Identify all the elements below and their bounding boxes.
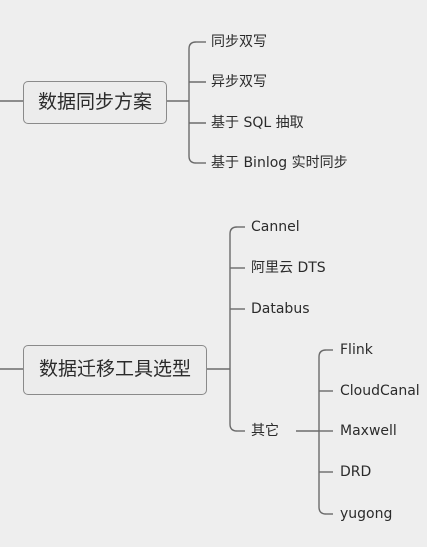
leaf-binlog-realtime-sync: 基于 Binlog 实时同步 <box>211 155 348 171</box>
connector-branch1-bracket <box>188 41 197 164</box>
connector-other-bracket <box>318 349 327 515</box>
node-data-sync-plan: 数据同步方案 <box>23 81 167 124</box>
leaf-cloudcanal: CloudCanal <box>340 383 420 399</box>
leaf-other: 其它 <box>251 423 279 439</box>
leaf-aliyun-dts: 阿里云 DTS <box>251 260 326 276</box>
leaf-sql-extract: 基于 SQL 抽取 <box>211 115 304 131</box>
leaf-cannel: Cannel <box>251 219 300 235</box>
leaf-yugong: yugong <box>340 506 393 522</box>
leaf-maxwell: Maxwell <box>340 423 397 439</box>
leaf-drd: DRD <box>340 464 372 480</box>
leaf-flink: Flink <box>340 342 373 358</box>
leaf-databus: Databus <box>251 301 310 317</box>
leaf-async-double-write: 异步双写 <box>211 74 267 90</box>
node-migration-tool-selection: 数据迁移工具选型 <box>23 345 207 395</box>
connector-branch2-bracket <box>229 226 238 432</box>
leaf-sync-double-write: 同步双写 <box>211 34 267 50</box>
